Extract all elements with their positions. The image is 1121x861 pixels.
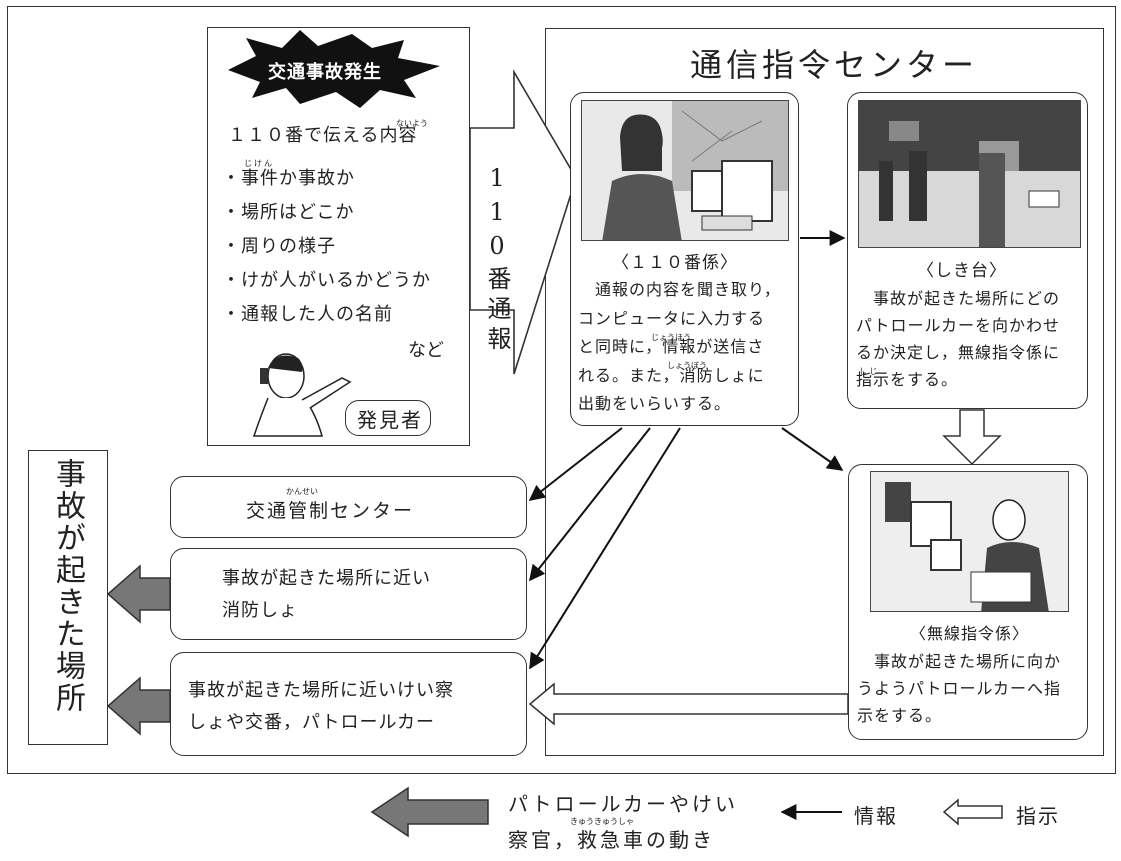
fire-station-box — [170, 548, 527, 640]
operator-line: と同時に，情報が送信さ — [578, 337, 765, 356]
police-line: しょや交番，パトロールカー — [188, 712, 435, 733]
ruby-joho: じょうほう — [651, 333, 691, 342]
legend-movement-ruby: きゅうきゅうしゃ — [570, 817, 634, 826]
discovery-item: ・事件か事故か — [222, 168, 355, 189]
discovery-heading: １１０番で伝える内容 — [228, 120, 417, 152]
operator-line: コンピュータに入力する — [578, 308, 766, 328]
etc-label: など — [408, 340, 444, 361]
radio-line: うようパトロールカーへ指 — [857, 679, 1062, 698]
commander-line: るか決定し，無線指令係に — [856, 343, 1061, 362]
police-box — [170, 652, 527, 756]
fire-station-line: 消防しょ — [222, 600, 298, 621]
legend-movement-line: 察官，救急車の動き — [508, 828, 715, 852]
commander-title: 〈しき台〉 — [917, 261, 1007, 281]
discovery-item: ・けが人がいるかどうか — [222, 270, 431, 291]
traffic-control-ruby: かんせい — [286, 487, 318, 496]
discovery-list: ・事件か事故か ・場所はどこか ・周りの様子 ・けが人がいるかどうか ・通報した… — [222, 162, 431, 332]
commander-text: 事故が起きた場所にどの パトロールカーを向かわせ るか決定し，無線指令係に 指示… — [856, 285, 1060, 393]
incident-site-box — [28, 450, 108, 745]
fire-station-text: 事故が起きた場所に近い 消防しょ — [222, 563, 431, 627]
ruby-shobo: しょうぼう — [667, 361, 707, 370]
witness-illustration — [252, 353, 352, 437]
ruby-shiji: し じ — [859, 367, 878, 376]
legend-movement-line: パトロールカーやけい — [508, 792, 738, 816]
commander-line: パトロールカーを向かわせ — [856, 316, 1061, 335]
legend-movement-text: パトロールカーやけい 察官，救急車の動き — [508, 786, 738, 858]
operator-photo — [581, 100, 789, 241]
operator-line: れる。また，消防しょに — [578, 365, 765, 385]
commander-line: 事故が起きた場所にどの — [856, 289, 1061, 308]
radio-photo — [870, 471, 1069, 612]
operator-line: 出動をいらいする。 — [578, 394, 732, 413]
radio-line: 示をする。 — [857, 706, 943, 725]
fire-station-line: 事故が起きた場所に近い — [222, 568, 431, 589]
center-title: 通信指令センター — [690, 46, 979, 84]
commander-photo — [858, 100, 1081, 248]
traffic-control-label: 交通管制センター — [246, 500, 415, 522]
radio-title: 〈無線指令係〉 — [910, 624, 1030, 643]
burst-label: 交通事故発生 — [268, 62, 382, 83]
traffic-control-box — [170, 476, 527, 538]
discovery-heading-text: １１０番で伝える内容 — [228, 125, 418, 146]
discovery-item: ・通報した人の名前 — [222, 304, 393, 325]
discovery-heading-ruby: ないよう — [396, 119, 428, 128]
radio-text: 事故が起きた場所に向か うようパトロールカーへ指 示をする。 — [857, 648, 1061, 729]
legend-instruction-label: 指示 — [1016, 804, 1060, 828]
police-line: 事故が起きた場所に近いけい察 — [188, 680, 454, 701]
radio-line: 事故が起きた場所に向か — [857, 652, 1062, 671]
incident-site-label: 事故が起きた場所 — [50, 458, 85, 714]
person-label-box — [345, 400, 431, 436]
discovery-item: ・場所はどこか — [222, 202, 355, 223]
person-label: 発見者 — [357, 408, 423, 432]
discovery-item: ・周りの様子 — [222, 236, 336, 257]
operator-title: 〈１１０番係〉 — [612, 253, 738, 273]
item0-ruby: じけん — [244, 159, 274, 168]
discovery-box — [207, 27, 470, 446]
operator-line: 通報の内容を聞き取り， — [578, 280, 781, 299]
commander-line: 指示をする。 — [856, 370, 959, 389]
legend-info-label: 情報 — [854, 804, 898, 828]
police-text: 事故が起きた場所に近いけい察 しょや交番，パトロールカー — [188, 675, 454, 739]
report-arrow-label: 110番通報 — [483, 164, 511, 356]
operator-text: 通報の内容を聞き取り， コンピュータに入力する と同時に，情報が送信さ れる。ま… — [578, 276, 781, 419]
